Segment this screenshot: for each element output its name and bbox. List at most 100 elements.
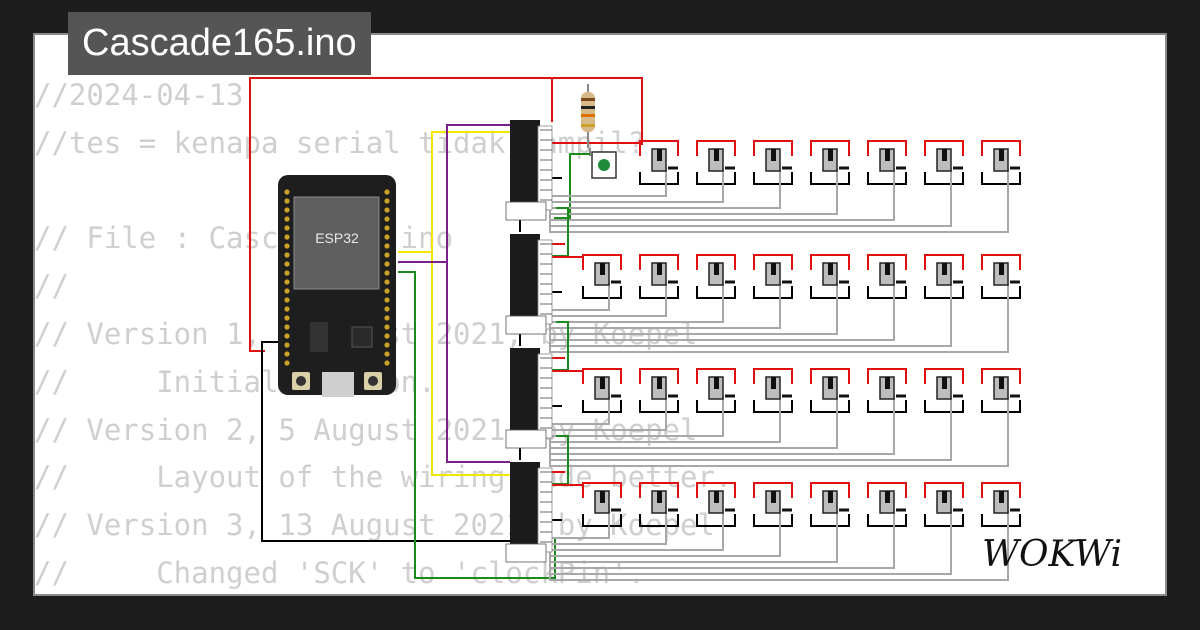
code-line: //: [34, 269, 69, 304]
shift-register-chip: [505, 234, 553, 335]
switch-lever: [885, 491, 890, 503]
wire-gnd: [639, 514, 679, 527]
pin: [384, 324, 390, 330]
pin: [384, 189, 390, 195]
pin: [284, 270, 290, 276]
switch-lever: [885, 263, 890, 275]
wire-gnd: [810, 514, 850, 527]
wire-data-line: [549, 282, 1009, 353]
dip-switch: [765, 148, 792, 172]
wokwi-logo: WOKWi: [982, 534, 1122, 574]
dip-switch: [993, 376, 1020, 400]
wire-gnd: [924, 400, 964, 413]
push-button[interactable]: [591, 151, 617, 179]
wire-vcc: [924, 254, 964, 270]
code-line: // Changed 'SCK' to 'clockPin'.: [34, 555, 646, 590]
esp32-board[interactable]: ESP32: [278, 175, 396, 397]
chip-label: ESP32: [315, 230, 359, 246]
pin: [384, 333, 390, 339]
pin: [284, 342, 290, 348]
dip-switch: [879, 148, 906, 172]
dip-switch: [651, 148, 678, 172]
pin: [384, 315, 390, 321]
wire-vcc: [753, 368, 793, 384]
wire-data-line: [549, 396, 838, 449]
switch-lever: [771, 149, 776, 161]
dip-switch: [879, 376, 906, 400]
dip-switch: [651, 262, 678, 286]
pin: [284, 198, 290, 204]
pin: [384, 225, 390, 231]
switch-lever: [600, 263, 605, 275]
chip-footer: [505, 543, 547, 563]
pin: [384, 252, 390, 258]
wire-gnd: [981, 286, 1021, 299]
wire-vcc: [639, 482, 679, 498]
pin: [384, 351, 390, 357]
wire-load: [431, 252, 510, 476]
wire-data-line: [549, 396, 1009, 467]
dip-switch: [765, 262, 792, 286]
wire-gnd: [981, 514, 1021, 527]
wire-vcc: [867, 482, 907, 498]
switch-lever: [942, 377, 947, 389]
switch-lever: [999, 377, 1004, 389]
dip-switch: [708, 148, 735, 172]
wire-vcc: [810, 368, 850, 384]
chip-socket: [537, 125, 553, 211]
pin: [384, 288, 390, 294]
chip-footer: [505, 201, 547, 221]
wire-gnd: [696, 172, 736, 185]
dip-switch: [594, 376, 621, 400]
pin: [384, 360, 390, 366]
shift-register-chip: [505, 348, 553, 449]
switch-lever: [600, 491, 605, 503]
wire-gnd: [867, 514, 907, 527]
wire-gnd: [753, 514, 793, 527]
shift-register-chip: [505, 120, 553, 221]
chip-footer: [505, 429, 547, 449]
pin: [284, 225, 290, 231]
switch-lever: [771, 263, 776, 275]
switch-lever: [828, 377, 833, 389]
shift-register-chip: [505, 462, 553, 563]
wire-data-line: [549, 168, 1009, 233]
wire-gnd: [867, 400, 907, 413]
shift-register-chips: [505, 120, 553, 563]
file-name-tab[interactable]: Cascade165.ino: [68, 12, 371, 75]
switch-lever: [885, 377, 890, 389]
wire-vcc: [924, 482, 964, 498]
switch-lever: [828, 491, 833, 503]
wire-gnd: [753, 172, 793, 185]
switch-lever: [714, 149, 719, 161]
code-line: // Version 3, 13 August 2021, by Koepel: [34, 508, 715, 543]
wire-vcc: [696, 254, 736, 270]
dip-switch: [708, 376, 735, 400]
wire-vcc: [582, 254, 622, 270]
pin: [384, 198, 390, 204]
pin: [384, 297, 390, 303]
pin: [284, 243, 290, 249]
wire-clock: [446, 262, 510, 463]
pin: [284, 306, 290, 312]
resistor[interactable]: [581, 84, 595, 148]
switch-lever: [942, 263, 947, 275]
switch-lever: [657, 263, 662, 275]
dip-switch: [993, 490, 1020, 514]
switch-lever: [999, 491, 1004, 503]
wire-vcc: [924, 140, 964, 156]
pin: [384, 216, 390, 222]
wires: [249, 77, 1021, 581]
wire-vcc: [867, 254, 907, 270]
pin: [284, 189, 290, 195]
switch-lever: [828, 149, 833, 161]
pin: [384, 306, 390, 312]
switch-lever: [714, 491, 719, 503]
wire-gnd: [924, 514, 964, 527]
pin: [284, 297, 290, 303]
pin: [384, 342, 390, 348]
switch-lever: [657, 377, 662, 389]
pin: [284, 252, 290, 258]
wire-gnd: [582, 286, 622, 299]
